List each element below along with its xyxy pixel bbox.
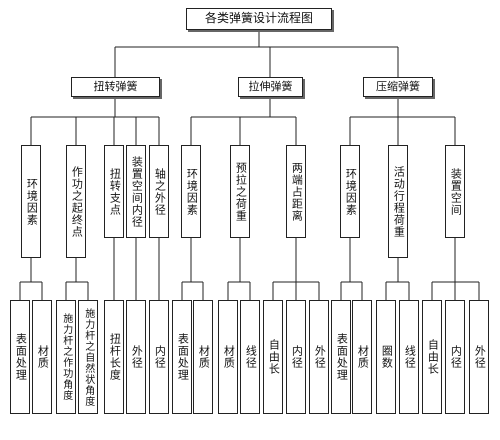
node-compression-stroke-load: 活动行程荷重	[388, 145, 408, 258]
label: 材质	[36, 345, 50, 369]
leaf-compression-inner-diameter: 内径	[445, 300, 465, 414]
node-tension-spring: 拉伸弹簧	[238, 77, 303, 97]
label: 预拉之荷重	[234, 161, 248, 222]
leaf-tension-surface: 表面处理	[172, 300, 192, 414]
node-torsion-space-inner: 装置空间内径	[126, 145, 146, 238]
leaf-torsion-inner-diameter: 内径	[149, 300, 169, 414]
label: 作功之起终点	[70, 165, 84, 238]
leaf-torsion-arm-free-angle: 施力杆之自然状角度	[78, 300, 98, 414]
label: 装置空间	[449, 167, 463, 216]
leaf-torsion-outer-diameter: 外径	[126, 300, 146, 414]
leaf-tension-free-length: 自由长	[263, 300, 283, 414]
label: 扭转支点	[108, 167, 122, 216]
node-compression-spring: 压缩弹簧	[363, 77, 433, 97]
label: 两端占距离	[290, 161, 304, 222]
leaf-compression-coils: 圈数	[376, 300, 396, 414]
label: 装置空间内径	[130, 155, 144, 228]
label: 环境因素	[25, 177, 39, 226]
node-tension-end-distance: 两端占距离	[286, 145, 306, 238]
leaf-torsion-material: 材质	[32, 300, 52, 414]
leaf-compression-surface: 表面处理	[331, 300, 351, 414]
label: 内径	[290, 345, 304, 369]
label: 材质	[356, 345, 370, 369]
root-title: 各类弹簧设计流程图	[204, 11, 313, 26]
label: 轴之外径	[153, 167, 167, 216]
label: 拉伸弹簧	[248, 79, 293, 93]
leaf-tension-wire-diameter: 线径	[240, 300, 260, 414]
leaf-compression-wire-diameter: 线径	[399, 300, 419, 414]
label: 表面处理	[176, 333, 190, 381]
label: 压缩弹簧	[376, 79, 420, 93]
leaf-compression-material: 材质	[352, 300, 372, 414]
label: 环境因素	[344, 167, 358, 216]
leaf-tension-material: 材质	[193, 300, 213, 414]
node-torsion-work-points: 作功之起终点	[66, 145, 86, 258]
leaf-compression-outer-diameter: 外径	[469, 300, 489, 414]
label: 外径	[130, 345, 144, 369]
label: 表面处理	[14, 333, 28, 381]
label: 材质	[197, 345, 211, 369]
label: 材质	[222, 345, 236, 369]
leaf-tension-inner-diameter: 内径	[286, 300, 306, 414]
label: 扭转弹簧	[93, 79, 138, 93]
leaf-tension-material-2: 材质	[218, 300, 238, 414]
label: 施力杆之作功角度	[60, 313, 72, 401]
leaf-torsion-arm-work-angle: 施力杆之作功角度	[56, 300, 76, 414]
node-compression-space: 装置空间	[445, 145, 465, 238]
label: 自由长	[267, 339, 281, 375]
label: 活动行程荷重	[392, 165, 406, 238]
node-tension-preload: 预拉之荷重	[230, 145, 250, 238]
leaf-compression-free-length: 自由长	[422, 300, 442, 414]
label: 外径	[313, 345, 327, 369]
node-torsion-shaft-outer: 轴之外径	[149, 145, 169, 238]
label: 扭杆长度	[108, 333, 122, 381]
label: 表面处理	[335, 333, 349, 381]
label: 线径	[244, 345, 258, 369]
label: 施力杆之自然状角度	[82, 307, 94, 407]
node-torsion-pivot: 扭转支点	[104, 145, 124, 238]
label: 外径	[473, 345, 487, 369]
label: 线径	[403, 345, 417, 369]
label: 内径	[449, 345, 463, 369]
leaf-torsion-surface: 表面处理	[10, 300, 30, 414]
leaf-tension-outer-diameter: 外径	[309, 300, 329, 414]
label: 自由长	[426, 339, 440, 375]
node-tension-environment: 环境因素	[181, 145, 201, 238]
label: 圈数	[380, 345, 394, 369]
leaf-torsion-arm-length: 扭杆长度	[104, 300, 124, 414]
label: 内径	[153, 345, 167, 369]
node-torsion-spring: 扭转弹簧	[71, 77, 160, 97]
root-node: 各类弹簧设计流程图	[186, 8, 332, 30]
node-compression-environment: 环境因素	[340, 145, 360, 238]
node-torsion-environment: 环境因素	[21, 145, 41, 258]
label: 环境因素	[185, 167, 199, 216]
